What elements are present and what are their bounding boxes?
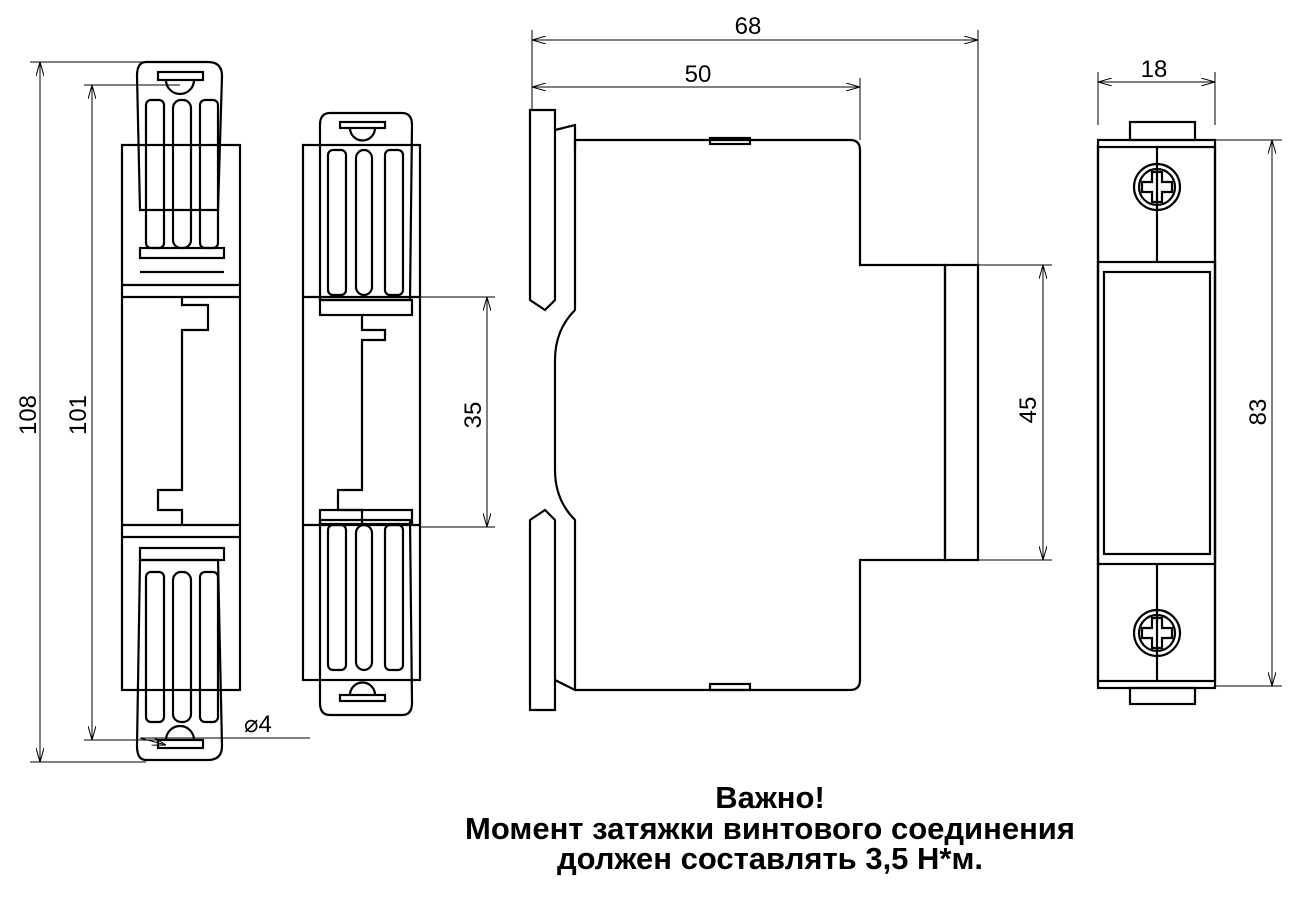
front-view-latches-extended [120, 60, 242, 762]
screw-top-icon [1132, 162, 1182, 212]
note-title: Важно! [715, 780, 825, 815]
dim-45: 45 [1015, 397, 1042, 424]
dim-diameter-4: ⌀4 [244, 711, 272, 738]
dim-50: 50 [685, 61, 712, 88]
dim-18: 18 [1141, 56, 1168, 83]
dim-108: 108 [15, 395, 42, 435]
display-window [1102, 270, 1212, 556]
screw-bottom-icon [1132, 608, 1182, 658]
dim-101: 101 [65, 395, 92, 435]
front-view-latches-retracted [301, 111, 422, 717]
dim-68: 68 [735, 13, 762, 40]
top-latch [135, 60, 226, 274]
dim-35: 35 [460, 402, 487, 429]
front-face-view [1096, 120, 1217, 706]
note-line1: Момент затяжки винтового соединения [465, 811, 1075, 846]
note-line2: должен составлять 3,5 Н*м. [556, 841, 984, 876]
bottom-latch [135, 546, 226, 762]
dim-83: 83 [1245, 399, 1272, 426]
side-view [528, 108, 980, 712]
dimension-lines [30, 30, 1282, 763]
